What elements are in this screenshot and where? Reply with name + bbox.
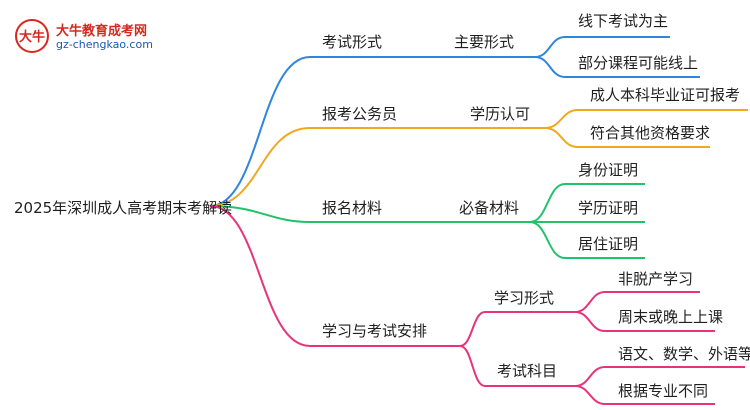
leaf-residence-proof: 居住证明: [578, 235, 639, 253]
leaf-other-qualifications: 符合其他资格要求: [590, 124, 711, 142]
logo-badge-icon: 大牛: [15, 19, 49, 53]
node-degree-recognition: 学历认可: [470, 105, 531, 123]
link-branch-civil-service: [209, 127, 430, 207]
leaf-offline-exam: 线下考试为主: [578, 12, 669, 30]
link-leaf-part-time-study: [574, 291, 700, 313]
link-branch-materials: [209, 205, 430, 223]
link-leaf-depends-on-major: [574, 385, 715, 405]
link-leaf-residence-proof: [529, 221, 645, 259]
node-main-format: 主要形式: [454, 33, 515, 51]
logo-name: 大牛教育成考网: [56, 24, 148, 39]
leaf-education-proof: 学历证明: [578, 199, 639, 217]
leaf-subjects-list: 语文、数学、外语等: [618, 345, 750, 363]
link-node-exam-subjects: [459, 345, 575, 387]
branch-exam-format: 考试形式: [322, 33, 383, 51]
link-leaf-adult-degree: [544, 109, 748, 129]
link-leaf-weekend-evening: [574, 311, 715, 332]
branch-study-arrangement: 学习与考试安排: [322, 322, 428, 340]
link-branch-study-arrangement: [209, 205, 460, 347]
leaf-online-courses: 部分课程可能线上: [578, 54, 699, 72]
leaf-part-time-study: 非脱产学习: [618, 270, 694, 288]
link-branch-exam-format: [209, 56, 430, 207]
branch-civil-service: 报考公务员: [322, 105, 398, 123]
logo-badge-text: 大牛: [19, 29, 45, 45]
link-leaf-id-proof: [529, 183, 645, 223]
site-logo: 大牛 大牛教育成考网 gz-chengkao.com: [8, 12, 198, 62]
link-node-study-form: [459, 311, 575, 347]
branch-materials: 报名材料: [322, 199, 383, 217]
link-leaf-offline-exam: [534, 36, 670, 58]
link-leaf-other-qualifications: [544, 127, 710, 148]
link-leaf-online-courses: [534, 56, 700, 78]
leaf-depends-on-major: 根据专业不同: [618, 382, 709, 400]
root-node: 2025年深圳成人高考期末考解读: [14, 199, 233, 217]
logo-url: gz-chengkao.com: [56, 38, 153, 51]
leaf-weekend-evening: 周末或晚上上课: [618, 308, 724, 326]
node-exam-subjects: 考试科目: [497, 362, 558, 380]
node-required-materials: 必备材料: [459, 199, 520, 217]
leaf-adult-degree: 成人本科毕业证可报考: [590, 86, 741, 104]
link-leaf-subjects-list: [574, 366, 745, 387]
leaf-id-proof: 身份证明: [578, 161, 639, 179]
node-study-form: 学习形式: [494, 289, 555, 307]
